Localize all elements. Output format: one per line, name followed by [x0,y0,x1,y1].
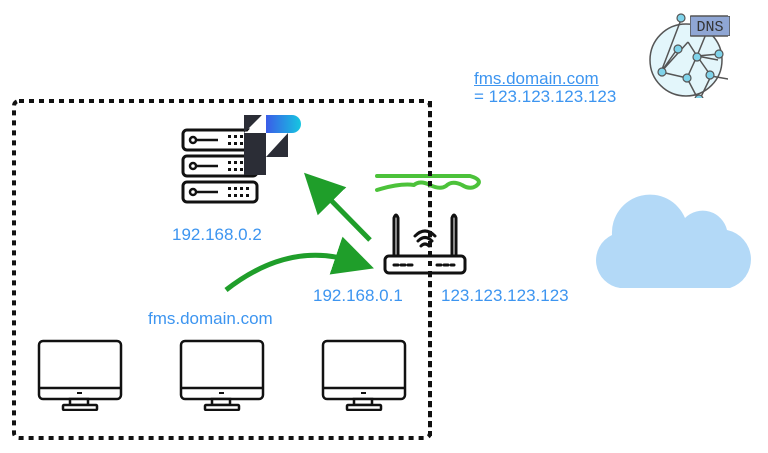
router-lan-ip-label: 192.168.0.1 [313,286,403,305]
router-wan-ip-label: 123.123.123.123 [441,286,569,305]
client-monitor-3 [321,339,407,411]
dns-badge: DNS [690,16,730,36]
client-to-router-arrow [224,236,374,292]
client-monitor-2 [179,339,265,411]
cloud-icon [596,194,751,288]
filemaker-logo-icon [244,115,301,175]
client-monitor-1 [37,339,123,411]
blocked-connection-squiggle [375,174,481,192]
router-to-server-arrow [303,172,372,242]
dns-record-domain: fms.domain.com [474,69,599,88]
dns-record-ip: = 123.123.123.123 [474,87,617,106]
server-rack-icon [181,128,259,204]
dns-record: fms.domain.com = 123.123.123.123 [474,70,616,106]
client-request-label: fms.domain.com [148,309,273,328]
server-ip-label: 192.168.0.2 [172,225,262,244]
svg-text:DNS: DNS [696,19,723,36]
